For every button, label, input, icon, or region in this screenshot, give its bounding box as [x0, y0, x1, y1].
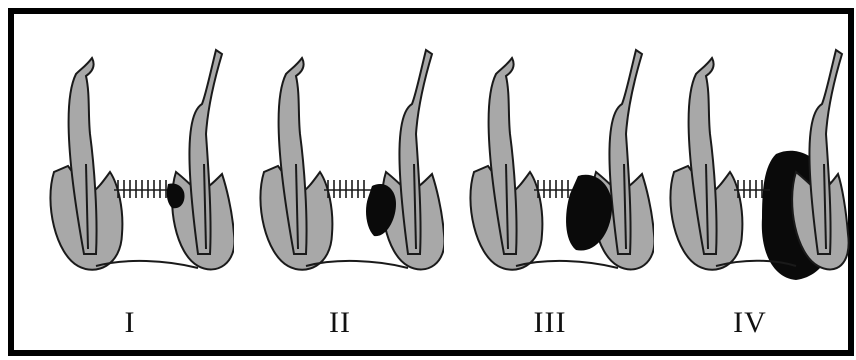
stage-2-illustration — [236, 14, 444, 304]
bone-crest-line — [306, 261, 408, 268]
left-tooth — [260, 58, 332, 270]
panel-stage-3: III — [446, 14, 654, 350]
panel-label: III — [446, 306, 654, 340]
left-tooth — [670, 58, 742, 270]
panel-label: II — [236, 306, 444, 340]
stage-4-illustration — [646, 14, 854, 304]
panel-stage-1: I — [26, 14, 234, 350]
left-tooth — [470, 58, 542, 270]
panel-label: IV — [646, 306, 854, 340]
stage-1-illustration — [26, 14, 234, 304]
periodontal-fibers — [114, 180, 176, 198]
left-tooth — [50, 58, 122, 270]
right-tooth — [172, 50, 234, 269]
panel-stage-2: II — [236, 14, 444, 350]
figure-frame: I II — [8, 8, 854, 356]
periodontal-fibers — [324, 180, 376, 198]
panel-label: I — [26, 306, 234, 340]
panel-stage-4: IV — [646, 14, 854, 350]
right-tooth — [382, 50, 444, 269]
bone-crest-line — [516, 261, 618, 268]
bone-crest-line — [96, 261, 198, 268]
stage-3-illustration — [446, 14, 654, 304]
